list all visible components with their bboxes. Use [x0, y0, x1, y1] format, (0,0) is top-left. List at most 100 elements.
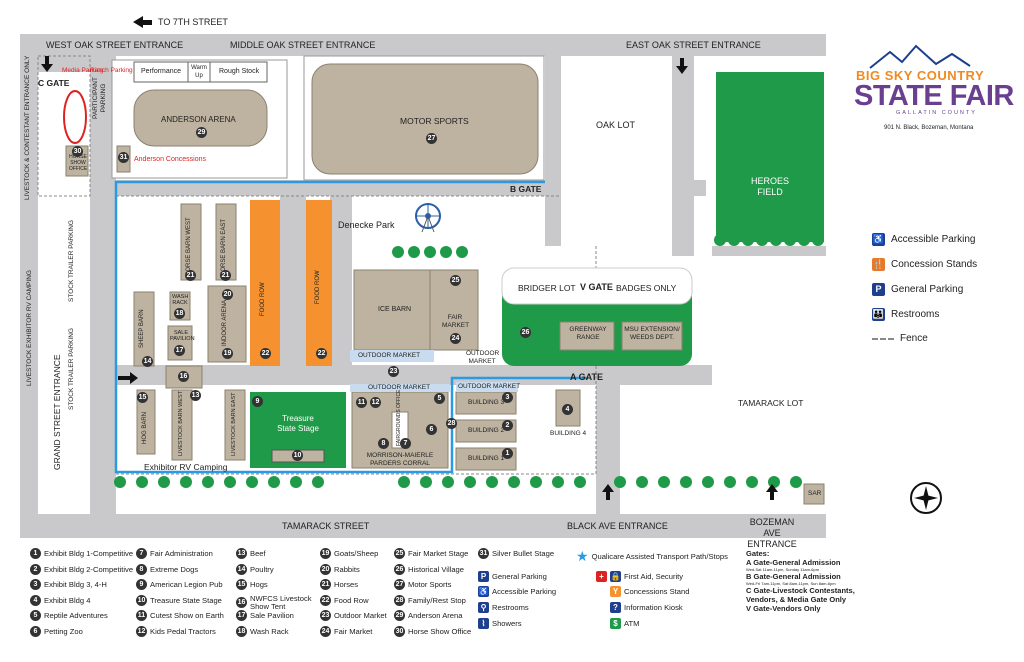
- legend-label: Reptile Adventures: [44, 611, 108, 620]
- indoor-arena-label: INDOOR ARENA: [222, 299, 228, 346]
- morrison-label: MORRISON-MAIERLE PARDERS CORRAL: [366, 452, 434, 467]
- ferris-wheel-icon: [415, 203, 441, 233]
- motor-sports-label: MOTOR SPORTS: [400, 116, 469, 126]
- hog-barn-label: HOG BARN: [142, 411, 148, 444]
- map-marker-17: 17: [174, 345, 185, 356]
- map-marker-5: 5: [434, 393, 445, 404]
- tree-icon: [464, 476, 476, 488]
- map-marker-3: 3: [502, 392, 513, 403]
- oak-street-road: [20, 34, 826, 56]
- anderson-concessions-label: Anderson Concessions: [134, 156, 206, 163]
- legend-label: NWFCS Livestock Show Tent: [250, 593, 312, 611]
- bridger-lot-top: [501, 267, 693, 305]
- tree-icon: [530, 476, 542, 488]
- map-marker-7: 7: [400, 438, 411, 449]
- arrow-to-7th-icon: [133, 16, 152, 28]
- right-legend-item: ♿Accessible Parking: [872, 233, 975, 246]
- middle-road: [116, 180, 706, 196]
- legend-number: 11: [136, 610, 147, 621]
- arrow-c-gate-icon: [41, 56, 53, 72]
- legend-number: 9: [136, 579, 147, 590]
- right-legend-label: General Parking: [891, 284, 964, 295]
- participant-parking-label: PARTICIPANT PARKING: [92, 77, 107, 119]
- livestock-lane: [38, 56, 90, 72]
- building-2: [455, 419, 517, 443]
- map-marker-31: 31: [118, 152, 129, 163]
- parking-icon: P: [872, 283, 885, 296]
- livestock-entrance-label: LIVESTOCK & CONTESTANT ENTRANCE ONLY: [24, 55, 31, 200]
- legend-number: 20: [320, 563, 331, 575]
- arrow-bozeman-icon: [766, 484, 778, 500]
- food-row-label-1: FOOD ROW: [260, 282, 266, 316]
- exhibitor-rv-label: Exhibitor RV Camping: [144, 462, 228, 472]
- right-legend-item: P General Parking: [872, 283, 963, 296]
- building-1: [455, 447, 517, 471]
- gates-title: Gates:: [746, 549, 770, 558]
- info-kiosk-icon: ?: [610, 602, 621, 613]
- map-marker-30: 30: [72, 146, 83, 157]
- c-gate-label: C GATE: [38, 78, 70, 88]
- legend-label: Wash Rack: [250, 626, 289, 636]
- gates-legend: Gates: A Gate-General Admission Wed-Sat …: [746, 549, 876, 613]
- tree-icon: [790, 476, 802, 488]
- stock-trailer-label-2: STOCK TRAILER PARKING: [68, 328, 75, 410]
- fence-icon: [872, 337, 894, 340]
- map-marker-4: 4: [562, 404, 573, 415]
- atm-icon: $: [610, 618, 621, 629]
- tree-icon: [702, 476, 714, 488]
- gate-a: A Gate-General Admission: [746, 558, 841, 567]
- tree-icon: [424, 246, 436, 258]
- food-row-west: [250, 200, 280, 366]
- tree-icon: [574, 476, 586, 488]
- compass-icon: [910, 482, 942, 514]
- brand-address: 901 N. Black, Bozeman, Montana: [884, 125, 974, 131]
- a-gate-label: A GATE: [570, 372, 603, 382]
- map-marker-28: 28: [446, 418, 457, 429]
- tree-icon: [408, 246, 420, 258]
- anderson-arena: [133, 89, 268, 147]
- heroes-field-label: HEROES FIELD: [750, 176, 789, 197]
- legend-label: Cutest Show on Earth: [150, 611, 224, 620]
- horse-show-ring: [63, 90, 87, 144]
- b-gate-label: B GATE: [510, 184, 542, 194]
- map-marker-27: 27: [426, 133, 437, 144]
- building-2-label: BUILDING 2: [468, 427, 505, 434]
- tree-icon: [180, 476, 192, 488]
- right-legend-label: Fence: [900, 333, 928, 344]
- tree-icon: [728, 234, 740, 246]
- tree-icon: [442, 476, 454, 488]
- rough-stock-box: [209, 61, 268, 83]
- legend-number: 27: [394, 579, 405, 590]
- tree-icon: [658, 476, 670, 488]
- ice-barn-label: ICE BARN: [378, 306, 412, 313]
- map-marker-11: 11: [356, 397, 367, 408]
- stock-trailer-label-1: STOCK TRAILER PARKING: [68, 220, 75, 302]
- road-network: [20, 34, 826, 538]
- tree-icon: [812, 234, 824, 246]
- greenway-label: GREENWAY RANGE: [569, 326, 607, 341]
- legend-number: 18: [236, 625, 247, 637]
- legend-label: Exhibit Bldg 2-Competitive: [44, 564, 134, 574]
- map-marker-1: 1: [502, 448, 513, 459]
- accessible-icon: ♿: [478, 586, 489, 597]
- greenway-range: [559, 321, 615, 351]
- tree-icon: [636, 476, 648, 488]
- east-oak-label: EAST OAK STREET ENTRANCE: [626, 40, 761, 50]
- tree-icon: [552, 476, 564, 488]
- legend-number: 17: [236, 610, 247, 621]
- legend-number: 7: [136, 548, 147, 559]
- shower-icon: ⌇: [478, 618, 489, 629]
- legend-transport: ★Qualicare Assisted Transport Path/Stops: [576, 548, 728, 564]
